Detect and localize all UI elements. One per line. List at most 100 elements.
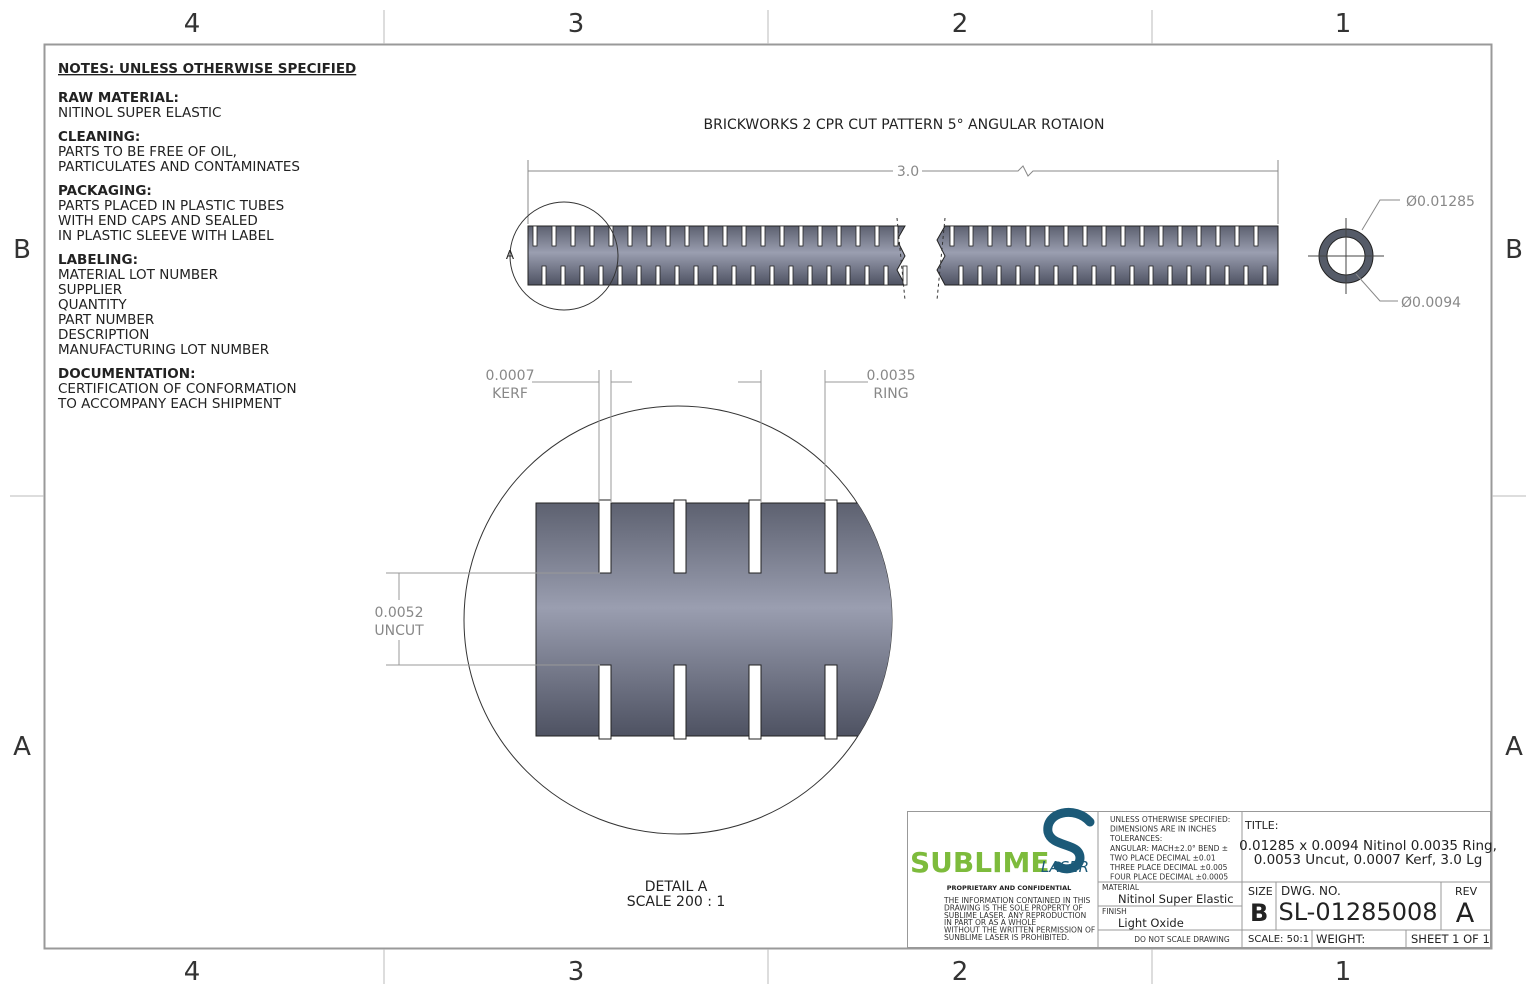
break-line xyxy=(896,217,906,301)
title-line-2: 0.0053 Uncut, 0.0007 Kerf, 3.0 Lg xyxy=(1254,852,1483,868)
kerf-slot xyxy=(693,265,699,286)
notes-line: WITH END CAPS AND SEALED xyxy=(58,213,258,229)
kerf-slot xyxy=(788,265,794,286)
detail-title: DETAIL A xyxy=(645,879,708,895)
kerf-slot xyxy=(779,225,785,247)
notes-line: MANUFACTURING LOT NUMBER xyxy=(58,342,269,358)
zone-col-1-bottom: 1 xyxy=(1335,957,1352,987)
length-dimension xyxy=(527,160,1279,224)
rev-label: REV xyxy=(1455,885,1478,898)
kerf-slot xyxy=(684,225,690,247)
kerf-slot xyxy=(817,225,823,247)
kerf-slot xyxy=(826,265,832,286)
kerf-value: 0.0007 xyxy=(486,368,535,384)
kerf-slot xyxy=(949,225,955,247)
zone-row-b: B xyxy=(13,235,31,265)
kerf-slot xyxy=(598,265,604,286)
scale-value: SCALE: 50:1 xyxy=(1248,934,1309,945)
kerf-slot xyxy=(1158,225,1164,247)
kerf-slot xyxy=(608,225,614,247)
title-line-1: 0.01285 x 0.0094 Nitinol 0.0035 Ring, xyxy=(1239,838,1497,854)
zone-row-a-right: A xyxy=(1505,732,1523,762)
weight-label: WEIGHT: xyxy=(1316,932,1365,946)
title-label: TITLE: xyxy=(1244,819,1278,832)
kerf-slot xyxy=(1196,225,1202,247)
kerf-slot xyxy=(1139,225,1145,247)
kerf-slot xyxy=(722,225,728,247)
detail-kerf-bottom xyxy=(673,664,687,740)
notes-line: PARTS TO BE FREE OF OIL, xyxy=(58,144,237,160)
tolerance-line: TWO PLACE DECIMAL ±0.01 xyxy=(1109,853,1216,862)
zone-col-4-bottom: 4 xyxy=(184,957,201,987)
proprietary-text-line: WITHOUT THE WRITTEN PERMISSION OF xyxy=(944,926,1095,935)
kerf-slot xyxy=(674,265,680,286)
proprietary-heading: PROPRIETARY AND CONFIDENTIAL xyxy=(947,884,1072,892)
logo-sublime: SUBLIME xyxy=(910,846,1050,879)
kerf-slot xyxy=(1063,225,1069,247)
zone-col-2: 2 xyxy=(952,9,969,39)
notes-heading: NOTES: UNLESS OTHERWISE SPECIFIED xyxy=(58,61,356,77)
tube-side-view xyxy=(527,217,1279,301)
notes-line: PART NUMBER xyxy=(58,312,154,328)
tolerance-line: THREE PLACE DECIMAL ±0.005 xyxy=(1109,863,1228,872)
inner-diameter-dim: Ø0.0094 xyxy=(1401,295,1461,311)
kerf-slot xyxy=(874,225,880,247)
kerf-slot xyxy=(627,225,633,247)
kerf-slot xyxy=(798,225,804,247)
finish-label: FINISH xyxy=(1102,907,1127,916)
kerf-slot xyxy=(617,265,623,286)
zone-col-3: 3 xyxy=(568,9,585,39)
kerf-slot xyxy=(1215,225,1221,247)
kerf-slot xyxy=(1167,265,1173,286)
rev-value: A xyxy=(1456,898,1475,929)
material-label: MATERIAL xyxy=(1102,883,1140,892)
kerf-slot xyxy=(731,265,737,286)
kerf-slot xyxy=(532,225,538,247)
zone-col-1: 1 xyxy=(1335,9,1352,39)
detail-kerf-bottom xyxy=(598,664,612,740)
zone-dividers xyxy=(10,10,1526,984)
tolerance-line: DIMENSIONS ARE IN INCHES xyxy=(1110,825,1217,834)
kerf-slot xyxy=(1224,265,1230,286)
zone-col-2-bottom: 2 xyxy=(952,957,969,987)
kerf-slot xyxy=(987,225,993,247)
outer-diameter-dim: Ø0.01285 xyxy=(1406,194,1475,210)
detail-scale: SCALE 200 : 1 xyxy=(627,894,726,910)
kerf-slot xyxy=(902,265,908,286)
notes-line: PARTS PLACED IN PLASTIC TUBES xyxy=(58,198,284,214)
notes-section-title: DOCUMENTATION: xyxy=(58,366,195,382)
dwg-no-label: DWG. NO. xyxy=(1281,884,1341,898)
zone-col-3-bottom: 3 xyxy=(568,957,585,987)
kerf-slot xyxy=(883,265,889,286)
zone-row-b-right: B xyxy=(1505,235,1523,265)
proprietary-text-line: SUBLIME LASER. ANY REPRODUCTION xyxy=(944,911,1086,920)
kerf-slot xyxy=(712,265,718,286)
kerf-slot xyxy=(1034,265,1040,286)
drawing-border xyxy=(43,43,1493,950)
detail-a-callout-circle xyxy=(509,201,619,311)
kerf-slot xyxy=(551,225,557,247)
size-value: B xyxy=(1250,899,1268,927)
detail-kerf-top xyxy=(598,499,612,574)
notes-line: IN PLASTIC SLEEVE WITH LABEL xyxy=(58,228,274,244)
kerf-slot xyxy=(1082,225,1088,247)
kerf-label: KERF xyxy=(492,386,528,402)
notes-block: NOTES: UNLESS OTHERWISE SPECIFIED RAW MA… xyxy=(57,61,356,412)
uncut-label: UNCUT xyxy=(374,623,424,639)
ring-value: 0.0035 xyxy=(867,368,916,384)
detail-kerf-top xyxy=(673,499,687,574)
kerf-slot xyxy=(1091,265,1097,286)
kerf-slot xyxy=(570,225,576,247)
tolerance-line: TOLERANCES: xyxy=(1109,834,1162,843)
notes-line: MATERIAL LOT NUMBER xyxy=(58,267,218,283)
break-line xyxy=(936,217,946,301)
kerf-slot xyxy=(1177,225,1183,247)
kerf-slot xyxy=(1015,265,1021,286)
kerf-slot xyxy=(958,265,964,286)
detail-kerf-bottom xyxy=(824,664,838,740)
kerf-slot xyxy=(1101,225,1107,247)
tolerance-line: ANGULAR: MACH±2.0° BEND ± xyxy=(1110,844,1228,853)
kerf-slot xyxy=(769,265,775,286)
view-caption: BRICKWORKS 2 CPR CUT PATTERN 5° ANGULAR … xyxy=(704,117,1105,133)
